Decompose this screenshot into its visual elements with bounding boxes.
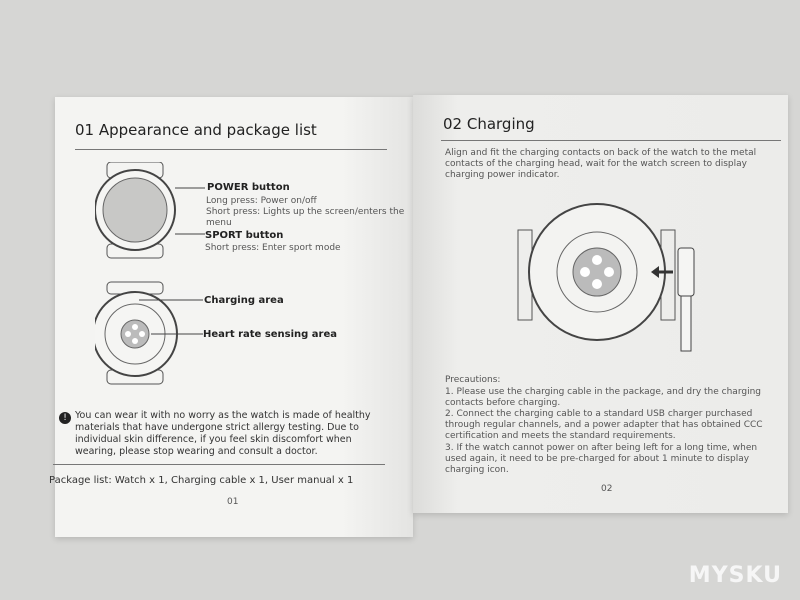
precautions-title: Precautions: (445, 375, 501, 385)
precaution-3: 3. If the watch cannot power on after be… (445, 443, 758, 475)
power-desc-1: Long press: Power on/off (206, 196, 317, 206)
precaution-1: 1. Please use the charging cable in the … (445, 387, 761, 408)
power-button-label: POWER button (207, 182, 290, 193)
page-number: 01 (227, 497, 239, 507)
watch-diagram-icon (95, 162, 205, 385)
precaution-2: 2. Connect the charging cable to a stand… (445, 409, 763, 441)
page-number: 02 (601, 484, 613, 494)
left-page: 01 Appearance and package list POWER but… (49, 97, 413, 537)
page-title: 01 Appearance and package list (75, 121, 317, 139)
sport-desc: Short press: Enter sport mode (205, 243, 341, 253)
charging-area-label: Charging area (204, 295, 284, 306)
title-divider (75, 149, 387, 150)
note-divider (53, 464, 385, 465)
heart-rate-area-label: Heart rate sensing area (203, 329, 338, 340)
package-list: Package list: Watch x 1, Charging cable … (49, 475, 354, 486)
charging-diagram-icon (517, 203, 695, 352)
warning-icon: ! (59, 412, 71, 424)
title-divider (441, 140, 781, 141)
power-desc-2: Short press: Lights up the screen/enters… (206, 207, 405, 228)
page-title: 02 Charging (443, 115, 535, 133)
right-page: 02 Charging Align and fit the charging c… (413, 95, 788, 513)
sport-button-label: SPORT button (205, 230, 284, 241)
allergy-note: You can wear it with no worry as the wat… (75, 410, 371, 457)
charging-intro: Align and fit the charging contacts on b… (445, 148, 757, 180)
watermark-logo: MYSKU (688, 563, 782, 588)
